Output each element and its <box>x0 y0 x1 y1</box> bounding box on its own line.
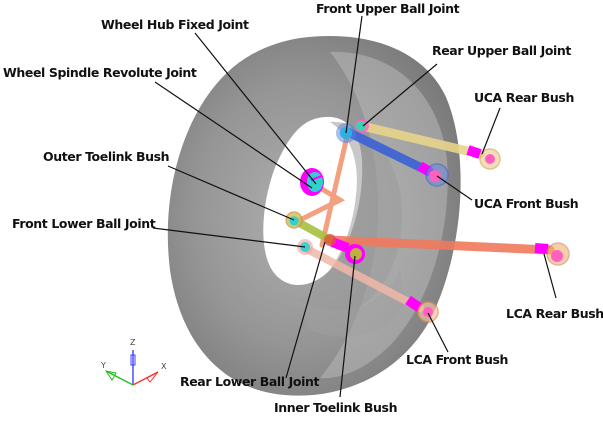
leader-outer-toelink-bush <box>167 165 295 221</box>
lca-front-bush-part <box>417 301 439 323</box>
bush-sleeves <box>330 145 549 313</box>
axis-label-x: X <box>161 362 167 371</box>
label-inner-toelink-bush: Inner Toelink Bush <box>274 400 398 415</box>
lca-rear-arm <box>325 235 555 255</box>
uca-rear-arm <box>357 121 485 159</box>
leader-wheel-spindle-revolute-joint <box>154 81 313 189</box>
tire <box>167 35 461 396</box>
axis-label-y: Y <box>101 361 106 370</box>
axis-triad <box>104 350 159 386</box>
label-rear-lower-ball-joint: Rear Lower Ball Joint <box>180 374 320 389</box>
rear-lower-ball-joint-part <box>324 234 336 246</box>
uca-rear-bush-part <box>479 148 501 170</box>
uca-front-arm <box>343 127 435 177</box>
axis-y-arrow <box>105 370 134 386</box>
leader-wheel-hub-fixed-joint <box>194 32 317 185</box>
label-lca-front-bush: LCA Front Bush <box>406 352 509 367</box>
leader-uca-front-bush <box>436 175 473 201</box>
leader-lca-front-bush <box>427 312 449 353</box>
label-outer-toelink-bush: Outer Toelink Bush <box>43 149 170 164</box>
leader-front-lower-ball-joint <box>152 227 306 248</box>
label-rear-upper-ball-joint: Rear Upper Ball Joint <box>432 43 571 58</box>
leader-front-upper-ball-joint <box>345 15 363 134</box>
leader-lines <box>152 15 557 398</box>
leader-uca-rear-bush <box>481 107 501 155</box>
label-lca-rear-bush: LCA Rear Bush <box>506 306 603 321</box>
inner-toelink-bush-part <box>345 244 365 264</box>
label-wheel-spindle-revolute-joint: Wheel Spindle Revolute Joint <box>3 65 197 80</box>
leader-rear-upper-ball-joint <box>362 63 438 127</box>
rear-upper-ball-joint-part <box>355 119 369 133</box>
leader-lca-rear-bush <box>543 253 557 299</box>
label-uca-rear-bush: UCA Rear Bush <box>474 90 574 105</box>
axis-label-z: Z <box>130 338 136 347</box>
uca-front-bush-part <box>425 163 449 187</box>
label-uca-front-bush: UCA Front Bush <box>474 196 579 211</box>
label-wheel-hub-fixed-joint: Wheel Hub Fixed Joint <box>101 17 249 32</box>
leader-inner-toelink-bush <box>339 255 356 398</box>
leader-rear-lower-ball-joint <box>285 241 326 379</box>
label-front-lower-ball-joint: Front Lower Ball Joint <box>12 216 156 231</box>
lca-rear-bush-part <box>546 242 570 266</box>
label-front-upper-ball-joint: Front Upper Ball Joint <box>316 1 460 16</box>
lca-front-arm <box>301 244 424 312</box>
